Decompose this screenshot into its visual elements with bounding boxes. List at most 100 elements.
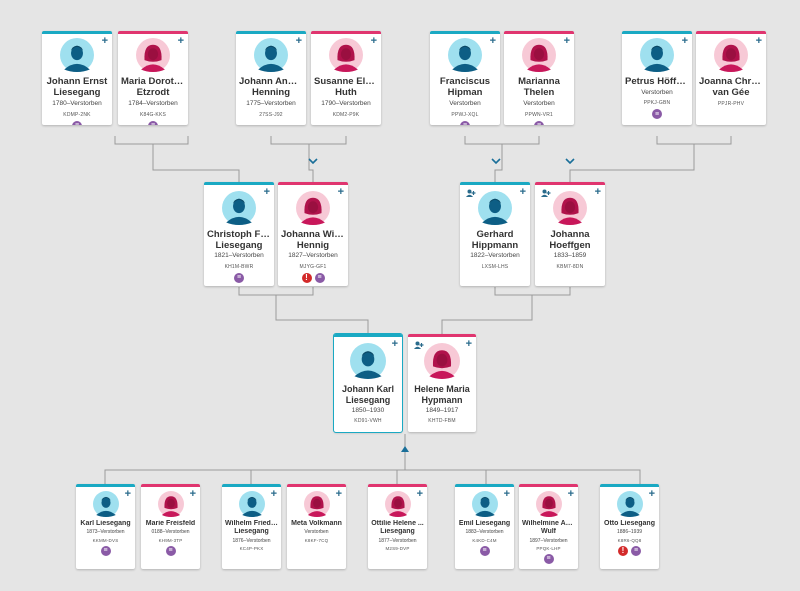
plus-icon[interactable]: + — [489, 35, 496, 47]
plus-icon[interactable]: + — [337, 186, 344, 198]
record-icon[interactable]: ≡ — [72, 120, 82, 125]
plus-icon[interactable]: + — [270, 488, 277, 500]
record-icon[interactable]: ≡ — [148, 120, 158, 125]
record-icon[interactable]: ≡ — [100, 545, 111, 556]
add-parents-icon[interactable] — [541, 189, 551, 198]
male-avatar-icon — [640, 38, 674, 72]
person-card[interactable]: + Petrus Höffken Verstorben PPKJ-GBN ≡ — [622, 31, 692, 125]
person-id: PPWN-VR1 — [525, 111, 553, 118]
record-icon[interactable]: ≡ — [479, 545, 490, 556]
plus-icon[interactable]: + — [648, 488, 655, 500]
record-icon[interactable]: ≡ — [234, 272, 244, 283]
plus-icon[interactable]: + — [755, 35, 762, 47]
record-icon[interactable]: ≡ — [460, 120, 470, 125]
plus-icon[interactable]: + — [263, 186, 270, 198]
chevron-down-icon[interactable] — [565, 158, 575, 165]
person-name: Petrus Höffken — [625, 76, 692, 87]
plus-icon[interactable]: + — [465, 338, 472, 350]
add-parents-icon[interactable] — [414, 341, 424, 350]
plus-icon[interactable]: + — [177, 35, 184, 47]
plus-icon[interactable]: + — [391, 338, 398, 350]
person-name: Johann Andre...Henning — [239, 76, 306, 99]
person-name: Joanna Christ...van Gée — [699, 76, 766, 99]
plus-icon[interactable]: + — [594, 186, 601, 198]
plus-icon[interactable]: + — [101, 35, 108, 47]
person-id: MJYG-GF1 — [299, 263, 327, 270]
person-card[interactable]: + Susanne Eleo...Huth 1790–Verstorben KD… — [311, 31, 381, 125]
expand-children-arrow[interactable] — [401, 446, 409, 452]
child-card[interactable]: + Karl Liesegang 1873–Verstorben KKMM-DV… — [76, 484, 135, 569]
plus-icon[interactable]: + — [416, 488, 423, 500]
plus-icon[interactable]: + — [335, 488, 342, 500]
alert-icon[interactable]: ! — [618, 545, 628, 556]
person-card[interactable]: + Joanna Christ...van Gée PPJR-PHV — [696, 31, 766, 125]
plus-icon[interactable]: + — [563, 35, 570, 47]
plus-icon[interactable]: + — [503, 488, 510, 500]
person-lifespan: 1827–Verstorben — [288, 252, 338, 260]
plus-icon[interactable]: + — [567, 488, 574, 500]
record-icon[interactable]: ≡ — [165, 545, 176, 556]
person-lifespan: 1790–Verstorben — [321, 100, 371, 108]
person-lifespan: 1873–Verstorben — [86, 529, 125, 536]
person-name: Otto Liesegang — [604, 520, 655, 527]
person-name: Maria Doroth...Etzrodt — [121, 76, 188, 99]
person-card[interactable]: + Maria Doroth...Etzrodt 1784–Verstorben… — [118, 31, 188, 125]
plus-icon[interactable]: + — [295, 35, 302, 47]
child-spouse-card[interactable]: + Wilhelmine Ad...Wulf 1897–Verstorben P… — [519, 484, 578, 569]
record-icon[interactable]: ≡ — [314, 272, 325, 283]
chevron-down-icon[interactable] — [491, 158, 501, 165]
person-card[interactable]: + Christoph Fri...Liesegang 1821–Verstor… — [204, 182, 274, 286]
person-card[interactable]: + Johanna Wilh...Hennig 1827–Verstorben … — [278, 182, 348, 286]
plus-icon[interactable]: + — [681, 35, 688, 47]
person-lifespan: 1876–Verstorben — [232, 537, 271, 544]
person-id: KHTD-FBM — [428, 418, 456, 425]
child-card[interactable]: + Otto Liesegang 1886–1939 K8R6-QQ8 !≡ — [600, 484, 659, 569]
female-avatar-icon — [384, 491, 411, 517]
add-parents-icon[interactable] — [466, 189, 476, 198]
record-icon[interactable]: ≡ — [543, 553, 554, 564]
child-card[interactable]: + Wilhelm Friedr...Liesegang 1876–Versto… — [222, 484, 281, 569]
child-spouse-card[interactable]: + Marie Freisfeld 0188–Verstorben KH9M-3… — [141, 484, 200, 569]
person-name: Johanna Wilh...Hennig — [281, 229, 348, 252]
female-avatar-icon — [714, 38, 748, 72]
person-lifespan: 1883–Verstorben — [465, 529, 504, 536]
person-id: K84G-KKS — [139, 111, 167, 118]
female-avatar-icon — [157, 491, 184, 517]
child-card[interactable]: + Emil Liesegang 1883–Verstorben K4KD-C4… — [455, 484, 514, 569]
male-avatar-icon — [60, 38, 94, 72]
child-spouse-card[interactable]: + Meta Volkmann Verstorben K8KF-7CQ — [287, 484, 346, 569]
plus-icon[interactable]: + — [519, 186, 526, 198]
person-lifespan: 0188–Verstorben — [151, 529, 190, 536]
person-id: M2S9-DVP — [385, 545, 410, 551]
child-card[interactable]: + Ottilie Helene ...Liesegang 1877–Verst… — [368, 484, 427, 569]
plus-icon[interactable]: + — [370, 35, 377, 47]
person-id: KH9M-3TP — [158, 537, 183, 543]
person-id: KDMP-2NK — [63, 111, 91, 118]
record-icon[interactable]: ≡ — [534, 120, 544, 125]
person-name: Wilhelmine Ad...Wulf — [522, 520, 576, 536]
person-lifespan: Verstorben — [523, 100, 555, 108]
chevron-down-icon[interactable] — [308, 158, 318, 165]
person-lifespan: 1877–Verstorben — [378, 537, 417, 544]
person-name: Marie Freisfeld — [145, 520, 196, 527]
alert-icon[interactable]: ! — [301, 272, 312, 283]
person-lifespan: Verstorben — [641, 89, 673, 97]
record-icon[interactable]: ≡ — [631, 545, 641, 556]
person-id: KDM2-P9K — [332, 111, 360, 118]
plus-icon[interactable]: + — [189, 488, 196, 500]
person-card[interactable]: + Johann Andre...Henning 1775–Verstorben… — [236, 31, 306, 125]
person-id: K4KD-C4M — [472, 537, 497, 543]
record-icon[interactable]: ≡ — [652, 109, 662, 120]
plus-icon[interactable]: + — [124, 488, 131, 500]
person-id: PPQK-LHP — [536, 545, 561, 551]
